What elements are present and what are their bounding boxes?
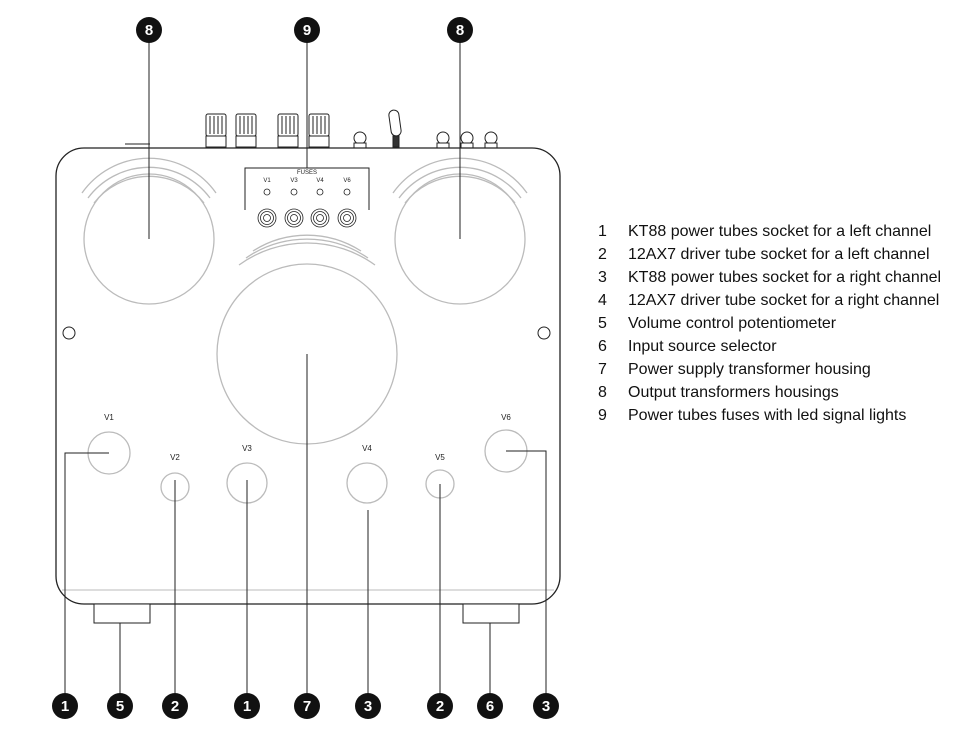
vent-arc bbox=[252, 234, 362, 252]
tube-label-v5: V5 bbox=[435, 453, 445, 462]
legend-number: 7 bbox=[598, 360, 607, 378]
legend-number: 4 bbox=[598, 291, 607, 309]
rear-knob bbox=[308, 113, 330, 148]
fuse-led bbox=[290, 188, 298, 196]
callout-number: 3 bbox=[542, 698, 550, 715]
rear-knob bbox=[235, 113, 257, 148]
legend-text: 12AX7 driver tube socket for a right cha… bbox=[628, 291, 940, 309]
callout-number: 1 bbox=[61, 698, 69, 715]
legend-text: Volume control potentiometer bbox=[628, 314, 837, 332]
legend-number: 3 bbox=[598, 268, 607, 286]
vent-arc bbox=[245, 238, 369, 259]
callout-marker bbox=[234, 693, 260, 719]
fuse-label-v3: V3 bbox=[290, 178, 298, 184]
tube-label-v6: V6 bbox=[501, 413, 511, 422]
mounting-screw-right bbox=[537, 326, 551, 340]
fuse-led bbox=[343, 188, 351, 196]
legend-item: 2 12AX7 driver tube socket for a left cha… bbox=[598, 243, 973, 266]
legend: 1 KT88 power tubes socket for a left chan… bbox=[598, 220, 973, 427]
rca-jack bbox=[436, 131, 450, 149]
callout-marker bbox=[477, 693, 503, 719]
tube-socket-v4 bbox=[346, 462, 388, 504]
legend-number: 9 bbox=[598, 406, 607, 424]
leader-lines bbox=[64, 42, 547, 693]
callout-number: 8 bbox=[145, 22, 153, 39]
callout-marker bbox=[427, 693, 453, 719]
rear-knob bbox=[205, 113, 227, 148]
callout-marker bbox=[52, 693, 78, 719]
tube-label-v2: V2 bbox=[170, 453, 180, 462]
legend-text: Input source selector bbox=[628, 337, 777, 355]
legend-text: 12AX7 driver tube socket for a left chan… bbox=[628, 245, 930, 263]
fuse-holder[interactable] bbox=[284, 208, 304, 228]
callout-number: 1 bbox=[243, 698, 251, 715]
legend-number: 6 bbox=[598, 337, 607, 355]
fuse-panel: FUSES V1 V3 V4 V6 bbox=[244, 167, 370, 228]
legend-text: KT88 power tubes socket for a right chan… bbox=[628, 268, 942, 286]
fuse-label-v4: V4 bbox=[316, 178, 324, 184]
fuse-holder[interactable] bbox=[257, 208, 277, 228]
callouts-top: 8 9 8 bbox=[136, 17, 473, 43]
fuse-label-v6: V6 bbox=[343, 178, 351, 184]
rear-knob bbox=[277, 113, 299, 148]
callout-number: 3 bbox=[364, 698, 372, 715]
rear-connectors bbox=[125, 109, 498, 149]
callout-marker bbox=[355, 693, 381, 719]
legend-item: 7 Power supply transformer housing bbox=[598, 358, 973, 381]
legend-text: Output transformers housings bbox=[628, 383, 839, 401]
rca-jack bbox=[353, 131, 367, 149]
fuse-led bbox=[316, 188, 324, 196]
callout-number: 9 bbox=[303, 22, 311, 39]
callout-marker bbox=[533, 693, 559, 719]
callout-number: 6 bbox=[486, 698, 494, 715]
rca-jack bbox=[460, 131, 474, 149]
legend-number: 5 bbox=[598, 314, 607, 332]
fuse-holder[interactable] bbox=[310, 208, 330, 228]
tube-label-v4: V4 bbox=[362, 444, 372, 453]
legend-text: KT88 power tubes socket for a left chann… bbox=[628, 222, 932, 240]
legend-text: Power supply transformer housing bbox=[628, 360, 871, 378]
legend-item: 4 12AX7 driver tube socket for a right ch… bbox=[598, 289, 973, 312]
callouts-bottom: 1 5 2 1 7 3 2 6 3 bbox=[52, 693, 559, 719]
legend-number: 1 bbox=[598, 222, 607, 240]
legend-item: 9 Power tubes fuses with led signal light… bbox=[598, 404, 973, 427]
amplifier-chassis bbox=[55, 147, 561, 605]
callout-number: 5 bbox=[116, 698, 124, 715]
callout-marker bbox=[136, 17, 162, 43]
input-selector-knob[interactable] bbox=[462, 603, 520, 624]
rca-jack bbox=[484, 131, 498, 149]
callout-marker bbox=[107, 693, 133, 719]
fuse-label-v1: V1 bbox=[263, 178, 271, 184]
legend-item: 3 KT88 power tubes socket for a right cha… bbox=[598, 266, 973, 289]
volume-knob[interactable] bbox=[93, 603, 151, 624]
legend-item: 6 Input source selector bbox=[598, 335, 973, 358]
legend-item: 5 Volume control potentiometer bbox=[598, 312, 973, 335]
callout-marker bbox=[294, 693, 320, 719]
legend-text: Power tubes fuses with led signal lights bbox=[628, 406, 907, 424]
mounting-screw-left bbox=[62, 326, 76, 340]
tube-label-v1: V1 bbox=[104, 413, 114, 422]
callout-marker bbox=[162, 693, 188, 719]
fuse-holder[interactable] bbox=[337, 208, 357, 228]
legend-item: 1 KT88 power tubes socket for a left chan… bbox=[598, 220, 973, 243]
legend-number: 8 bbox=[598, 383, 607, 401]
vent-arc bbox=[238, 242, 376, 266]
legend-number: 2 bbox=[598, 245, 607, 263]
callout-marker bbox=[447, 17, 473, 43]
callout-number: 2 bbox=[171, 698, 179, 715]
fuses-title: FUSES bbox=[297, 170, 317, 176]
callout-number: 2 bbox=[436, 698, 444, 715]
callout-number: 8 bbox=[456, 22, 464, 39]
callout-marker bbox=[294, 17, 320, 43]
antenna-connector bbox=[388, 109, 402, 148]
fuse-led bbox=[263, 188, 271, 196]
legend-item: 8 Output transformers housings bbox=[598, 381, 973, 404]
callout-number: 7 bbox=[303, 698, 311, 715]
tube-label-v3: V3 bbox=[242, 444, 252, 453]
